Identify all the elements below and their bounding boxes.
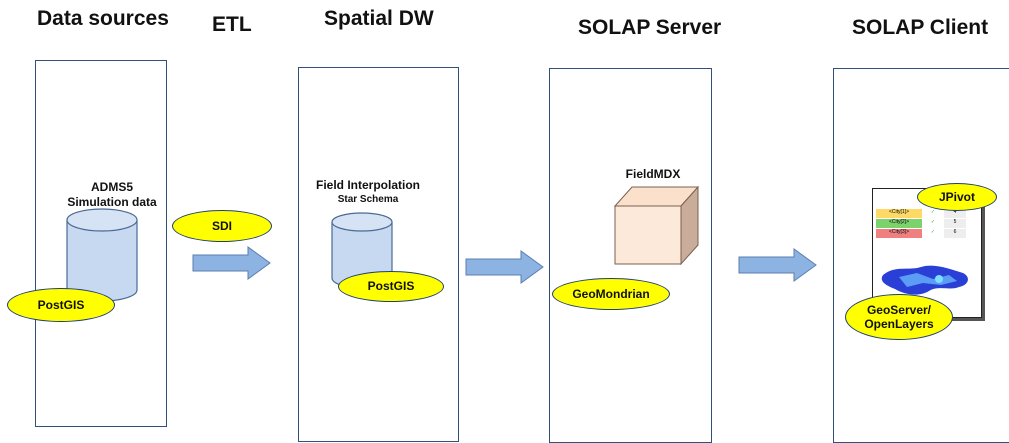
- geomondrian-badge[interactable]: GeoMondrian: [552, 278, 670, 310]
- db-label-line2: Simulation data: [67, 195, 157, 209]
- table-row-label: <City[3]>: [876, 229, 922, 238]
- map-preview-icon: [881, 265, 968, 295]
- header-solap-server: SOLAP Server: [578, 16, 722, 39]
- check-icon: ✓: [930, 229, 936, 235]
- header-spatial-dw: Spatial DW: [324, 7, 434, 30]
- postgis-badge-dw[interactable]: PostGIS: [338, 271, 444, 302]
- jpivot-table: <City[1]> ✓ 4 <City[2]> ✓ 5 <City[3]> ✓ …: [876, 209, 976, 238]
- table-row: <City[3]> ✓ 6: [876, 229, 976, 238]
- geoserver-label: GeoServer/: [866, 302, 932, 317]
- postgis-badge-sources[interactable]: PostGIS: [7, 288, 115, 322]
- table-row-label: <City[2]>: [876, 219, 922, 228]
- db-label-line1: ADMS5: [90, 180, 133, 194]
- header-data-sources: Data sources: [37, 7, 169, 30]
- fieldmdx-label: FieldMDX: [625, 167, 681, 181]
- arrow-dw-to-server-icon: [465, 250, 544, 284]
- header-solap-client: SOLAP Client: [852, 16, 989, 39]
- table-row-label: <City[1]>: [876, 209, 922, 218]
- field-interpolation-label: Field Interpolation: [316, 178, 420, 192]
- database-cylinder-icon: [66, 208, 138, 302]
- arrow-server-to-client-icon: [738, 248, 817, 282]
- table-row: <City[2]> ✓ 5: [876, 219, 976, 228]
- table-row-value: 6: [944, 229, 966, 238]
- arrow-etl-icon: [192, 246, 271, 280]
- table-row-value: 4: [944, 209, 966, 218]
- check-icon: ✓: [930, 219, 936, 225]
- data-cube-icon: [613, 185, 700, 266]
- openlayers-label: OpenLayers: [864, 317, 934, 331]
- table-row-value: 5: [944, 219, 966, 228]
- check-icon: ✓: [930, 209, 936, 215]
- header-etl: ETL: [212, 13, 252, 36]
- geoserver-openlayers-badge[interactable]: GeoServer/ OpenLayers: [845, 294, 953, 340]
- table-row: <City[1]> ✓ 4: [876, 209, 976, 218]
- sdi-badge[interactable]: SDI: [172, 210, 272, 242]
- star-schema-label: Star Schema: [337, 194, 399, 205]
- jpivot-badge[interactable]: JPivot: [917, 183, 997, 211]
